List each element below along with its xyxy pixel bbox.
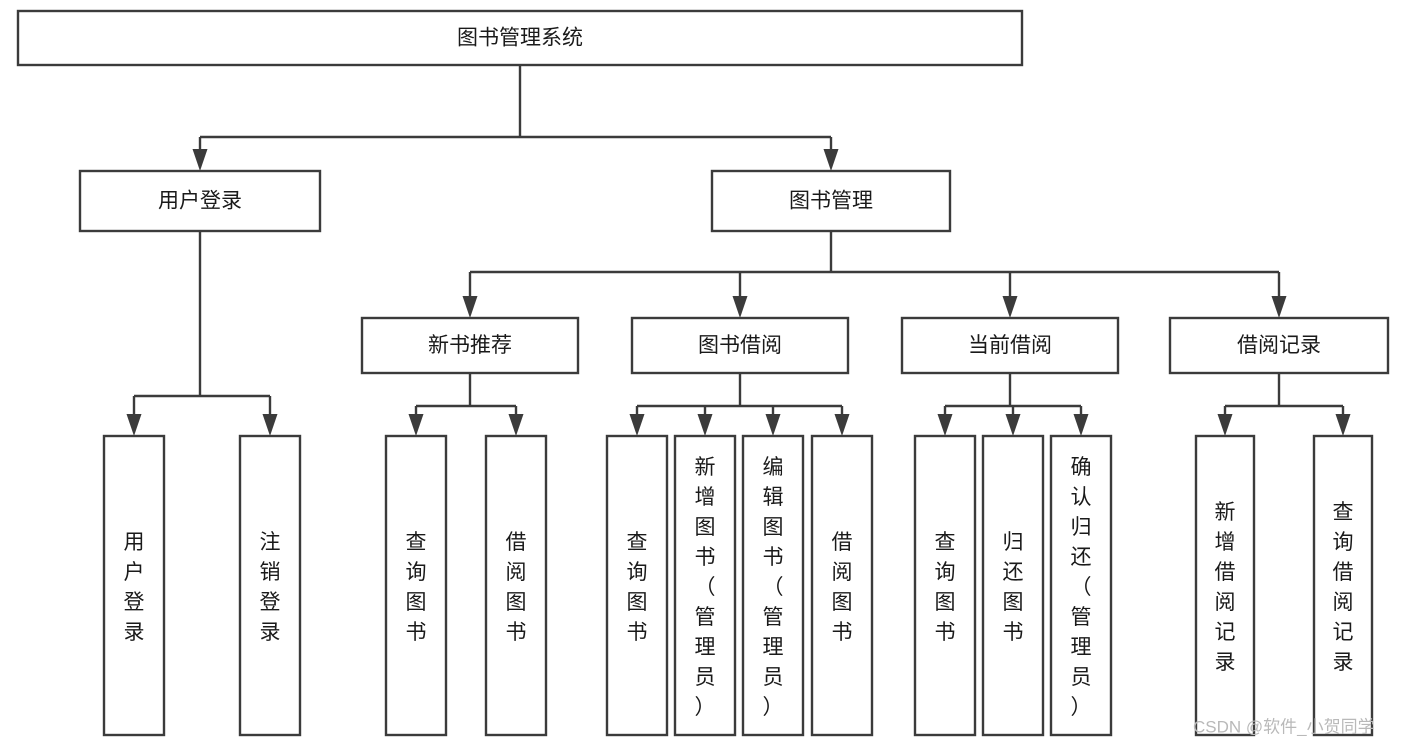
arrow-head-icon — [1073, 414, 1089, 436]
node-label: 借阅记录 — [1237, 334, 1321, 357]
node-l3-new[interactable]: 新书推荐 — [360, 316, 580, 375]
connector-group-l3_borrow — [629, 373, 850, 436]
node-leaf-cur-confirm[interactable]: 确认归还（管理员） — [1049, 434, 1113, 737]
node-box[interactable] — [1168, 316, 1390, 375]
arrow-head-icon — [508, 414, 524, 436]
node-label: 编辑图书（管理员） — [763, 456, 784, 719]
node-leaf-br-borrow[interactable]: 借阅图书 — [810, 434, 874, 737]
node-box[interactable] — [673, 434, 737, 737]
node-box[interactable] — [484, 434, 548, 737]
node-box[interactable] — [1312, 434, 1374, 737]
arrow-head-icon — [1005, 414, 1021, 436]
node-leaf-new-borrow[interactable]: 借阅图书 — [484, 434, 548, 737]
node-label: 查询借阅记录 — [1333, 501, 1354, 674]
connector-group-l3_current — [937, 373, 1089, 436]
arrow-head-icon — [629, 414, 645, 436]
node-box[interactable] — [605, 434, 669, 737]
node-box[interactable] — [981, 434, 1045, 737]
arrow-head-icon — [192, 149, 208, 171]
node-box[interactable] — [1194, 434, 1256, 737]
node-label: 查询图书 — [627, 531, 648, 644]
node-l3-current[interactable]: 当前借阅 — [900, 316, 1120, 375]
node-l3-borrow[interactable]: 图书借阅 — [630, 316, 850, 375]
arrow-head-icon — [462, 296, 478, 318]
connector-group-l3_record — [1217, 373, 1351, 436]
arrow-head-icon — [1002, 296, 1018, 318]
connector-group-l2_book — [462, 231, 1287, 318]
node-label: 用户登录 — [124, 531, 145, 644]
arrow-head-icon — [1217, 414, 1233, 436]
arrow-head-icon — [126, 414, 142, 436]
arrow-head-icon — [937, 414, 953, 436]
node-box[interactable] — [630, 316, 850, 375]
arrow-head-icon — [823, 149, 839, 171]
node-label: 借阅图书 — [832, 531, 853, 644]
node-label: 查询图书 — [935, 531, 956, 644]
node-l2-book[interactable]: 图书管理 — [710, 169, 952, 233]
node-box[interactable] — [384, 434, 448, 737]
connector-group-l2_user — [126, 231, 278, 436]
node-layer: 图书管理系统用户登录图书管理新书推荐图书借阅当前借阅借阅记录用户登录注销登录查询… — [16, 9, 1390, 737]
arrow-head-icon — [732, 296, 748, 318]
node-box[interactable] — [810, 434, 874, 737]
node-box[interactable] — [710, 169, 952, 233]
node-box[interactable] — [360, 316, 580, 375]
node-box[interactable] — [900, 316, 1120, 375]
node-root[interactable]: 图书管理系统 — [16, 9, 1024, 67]
node-box[interactable] — [741, 434, 805, 737]
arrow-head-icon — [697, 414, 713, 436]
node-label: 图书借阅 — [698, 334, 782, 357]
node-label: 图书管理 — [789, 190, 873, 213]
node-box[interactable] — [102, 434, 166, 737]
arrow-head-icon — [408, 414, 424, 436]
node-label: 新增图书（管理员） — [695, 456, 716, 719]
connector-layer — [126, 65, 1351, 436]
node-leaf-user-logout[interactable]: 注销登录 — [238, 434, 302, 737]
node-leaf-rec-add[interactable]: 新增借阅记录 — [1194, 434, 1256, 737]
node-box[interactable] — [78, 169, 322, 233]
node-label: 确认归还（管理员） — [1071, 456, 1092, 719]
node-label: 新书推荐 — [428, 334, 512, 357]
node-box[interactable] — [913, 434, 977, 737]
node-box[interactable] — [1049, 434, 1113, 737]
node-label: 注销登录 — [260, 531, 281, 644]
node-label: 查询图书 — [406, 531, 427, 644]
arrow-head-icon — [262, 414, 278, 436]
csdn-watermark: CSDN @软件_小贺同学 — [1193, 717, 1375, 736]
connector-group-l3_new — [408, 373, 524, 436]
node-label: 借阅图书 — [506, 531, 527, 644]
arrow-head-icon — [765, 414, 781, 436]
node-label: 图书管理系统 — [457, 27, 583, 50]
arrow-head-icon — [1271, 296, 1287, 318]
node-leaf-cur-query[interactable]: 查询图书 — [913, 434, 977, 737]
node-leaf-br-add[interactable]: 新增图书（管理员） — [673, 434, 737, 737]
node-box[interactable] — [16, 9, 1024, 67]
node-leaf-rec-query[interactable]: 查询借阅记录 — [1312, 434, 1374, 737]
node-leaf-new-query[interactable]: 查询图书 — [384, 434, 448, 737]
node-label: 用户登录 — [158, 190, 242, 213]
node-leaf-br-edit[interactable]: 编辑图书（管理员） — [741, 434, 805, 737]
node-leaf-user-login[interactable]: 用户登录 — [102, 434, 166, 737]
node-label: 当前借阅 — [968, 334, 1052, 357]
connector-group-root — [192, 65, 839, 171]
node-leaf-br-query[interactable]: 查询图书 — [605, 434, 669, 737]
node-l3-record[interactable]: 借阅记录 — [1168, 316, 1390, 375]
arrow-head-icon — [1335, 414, 1351, 436]
node-label: 归还图书 — [1003, 531, 1024, 644]
node-box[interactable] — [238, 434, 302, 737]
node-label: 新增借阅记录 — [1215, 501, 1236, 674]
arrow-head-icon — [834, 414, 850, 436]
node-l2-user[interactable]: 用户登录 — [78, 169, 322, 233]
node-leaf-cur-return[interactable]: 归还图书 — [981, 434, 1045, 737]
